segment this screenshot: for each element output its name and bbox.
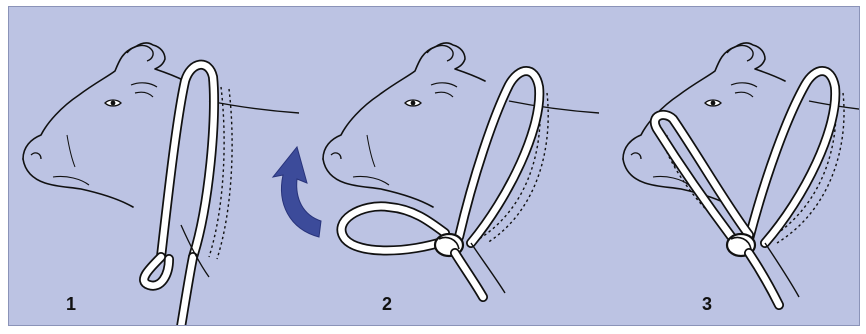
cow-head-2 — [323, 43, 599, 207]
diagram-scene — [9, 7, 860, 326]
diagram-panel: 1 2 3 — [8, 6, 860, 326]
step-number-1: 1 — [66, 295, 76, 313]
step-number-2: 2 — [382, 295, 392, 313]
step-2-illustration — [323, 43, 599, 297]
step-1-illustration — [23, 43, 299, 326]
cow-head-1 — [23, 43, 299, 207]
curved-arrow-icon — [273, 147, 321, 237]
step-number-3: 3 — [702, 295, 712, 313]
step-3-illustration — [623, 43, 860, 305]
